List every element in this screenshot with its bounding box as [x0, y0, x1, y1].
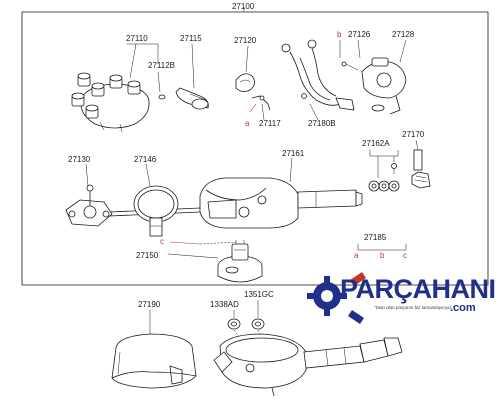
rotor: [175, 87, 209, 110]
bracket-27117: [249, 95, 271, 113]
label-27117: 27117: [259, 119, 281, 128]
leader-27115: [191, 43, 195, 89]
leader-27117: [261, 103, 265, 121]
vacuum-ring: [133, 185, 179, 237]
drive-gear: [411, 149, 431, 189]
ref-b-upper: b: [337, 30, 342, 39]
label-27110: 27110: [126, 34, 148, 43]
ref-c-lower: c: [403, 251, 407, 260]
brand-name: PARÇAHANI: [340, 274, 496, 304]
leader-27161: [289, 157, 293, 183]
assembled-distributor: [213, 333, 403, 397]
label-27130: 27130: [68, 155, 91, 164]
leader-27170: [415, 139, 419, 151]
distributor-housing: [199, 177, 363, 229]
dust-cover-27120: [235, 73, 255, 92]
label-27162a: 27162A: [362, 139, 390, 148]
governor-plate: [65, 184, 113, 227]
label-27126: 27126: [348, 30, 371, 39]
leader-27180b: [309, 103, 319, 121]
label-27161: 27161: [282, 149, 305, 158]
nut-1338ad: [227, 318, 241, 330]
label-27185: 27185: [364, 233, 387, 242]
label-27128: 27128: [392, 30, 415, 39]
wire-harness: [281, 39, 355, 111]
label-1338ad: 1338AD: [210, 300, 239, 309]
ref-b-lower: b: [380, 251, 385, 260]
brand-slogan: "Dolu olan parçanın biz tamamlayıcıyız.": [374, 305, 455, 310]
ref-a-upper: a: [245, 119, 250, 128]
ref-a-lower: a: [354, 251, 359, 260]
label-27120: 27120: [234, 36, 257, 45]
brand-domain: .com: [450, 302, 476, 314]
label-27112b: 27112B: [148, 61, 175, 70]
distributor-cap: [71, 72, 150, 133]
leader-27110: [127, 43, 159, 79]
label-27150: 27150: [136, 251, 159, 260]
brand-watermark: PARÇAHANI "Dolu olan parçanın biz tamaml…: [318, 268, 496, 338]
label-27190: 27190: [138, 300, 161, 309]
label-27180b: 27180B: [308, 119, 336, 128]
o-ring-1351gc: [251, 318, 265, 330]
label-27100: 27100: [232, 2, 255, 11]
label-1351gc: 1351GC: [244, 290, 274, 299]
assembly-frame: [21, 7, 489, 286]
leader-27126-27128: [339, 39, 407, 63]
label-27115: 27115: [180, 34, 202, 43]
leader-27120: [245, 45, 249, 73]
label-27170: 27170: [402, 130, 425, 139]
label-27146: 27146: [134, 155, 157, 164]
ref-c-upper: c: [160, 237, 164, 246]
ignition-module: [341, 57, 407, 115]
leader-27150: [167, 253, 219, 259]
leader-27162a: [369, 150, 399, 178]
cap-clip-27112b: [157, 71, 166, 100]
vacuum-advance: [169, 240, 263, 283]
leader-27130: [85, 163, 89, 187]
leader-27185: [357, 244, 407, 251]
washer-set: [368, 163, 400, 192]
brand-emblem: [307, 272, 366, 324]
leader-27146: [145, 163, 151, 187]
distributor-cover: [111, 333, 197, 389]
